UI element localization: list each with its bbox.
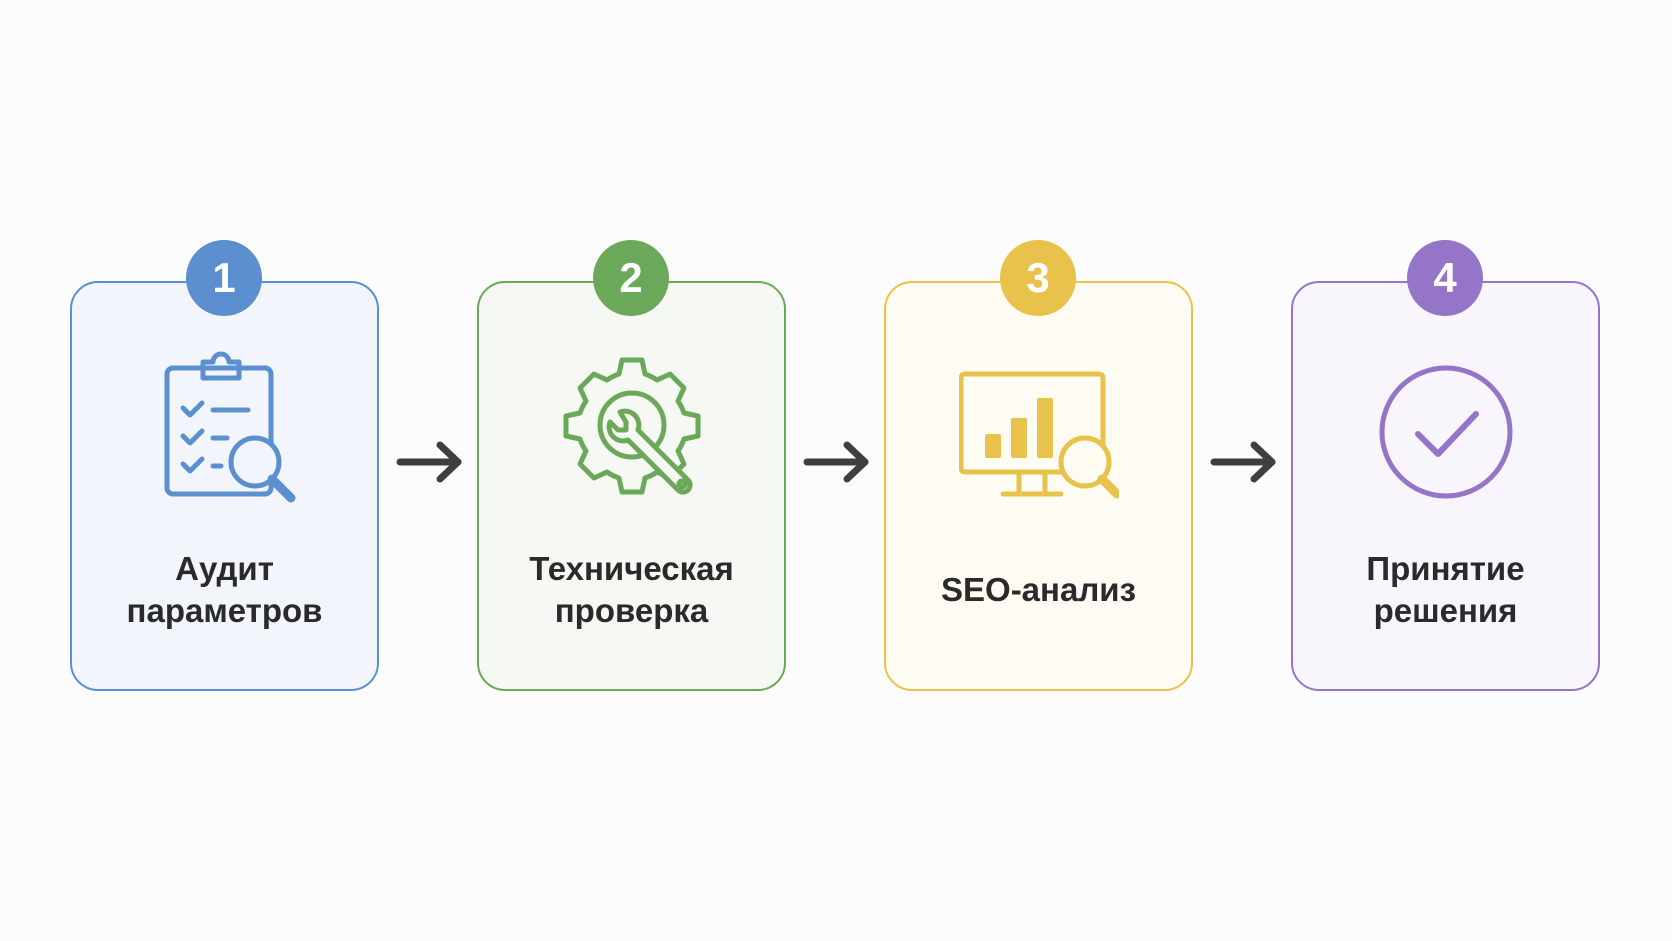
step-card-2 <box>477 281 786 691</box>
step-card-3 <box>884 281 1193 691</box>
check-circle-icon <box>1366 350 1526 510</box>
step-badge-4: 4 <box>1407 240 1483 316</box>
arrow-right-icon <box>803 437 873 487</box>
step-label-4: Принятие решения <box>1366 550 1525 629</box>
arrow-right-icon <box>396 437 466 487</box>
gear-wrench-icon <box>552 350 712 510</box>
step-badge-1: 1 <box>186 240 262 316</box>
step-label-2: Техническая проверка <box>529 550 734 629</box>
monitor-chart-search-icon <box>959 350 1119 510</box>
clipboard-search-icon <box>145 350 305 510</box>
step-label-1: Аудит параметров <box>126 550 323 629</box>
step-badge-3: 3 <box>1000 240 1076 316</box>
step-label-3: SEO-анализ <box>941 571 1136 608</box>
step-card-1 <box>70 281 379 691</box>
arrow-right-icon <box>1210 437 1280 487</box>
step-badge-2: 2 <box>593 240 669 316</box>
